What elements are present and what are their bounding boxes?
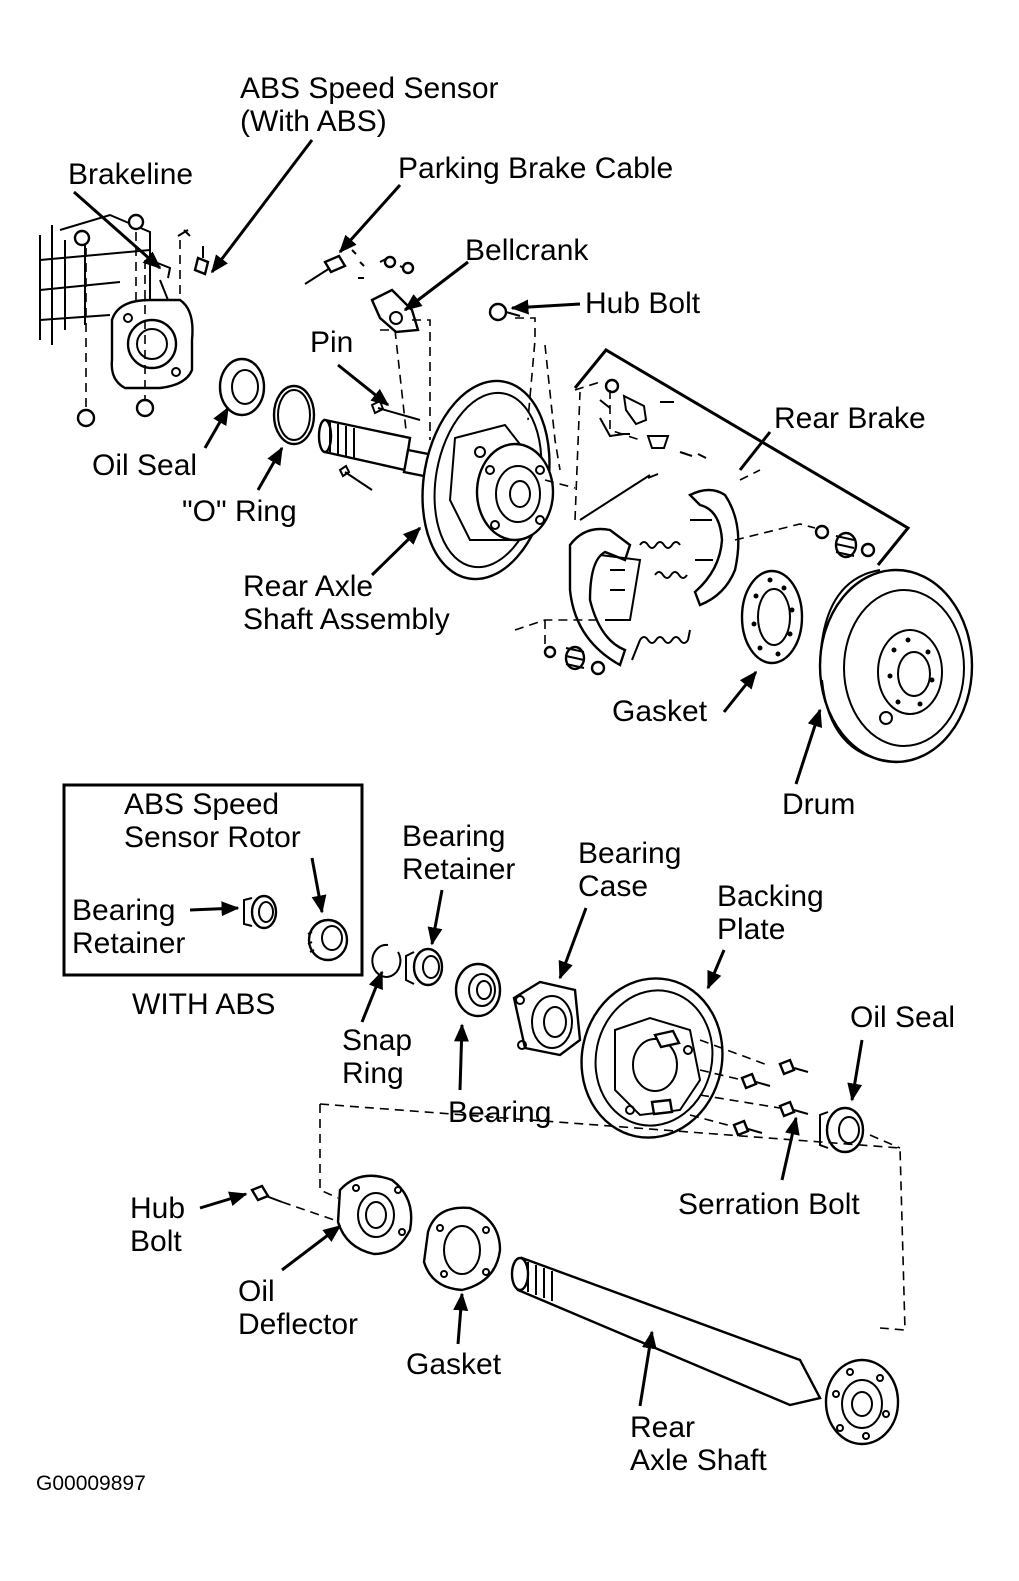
label-bearing-retainer: Bearing Retainer [402, 820, 516, 886]
label-hub-bolt-top: Hub Bolt [585, 287, 701, 320]
bearing-case [512, 980, 582, 1057]
label-hub-bolt-bottom: Hub Bolt [130, 1192, 186, 1258]
backing-plate [580, 977, 724, 1139]
label-gasket-top: Gasket [612, 695, 708, 728]
hub-bolt-bottom [250, 1184, 341, 1223]
inset-retainer-arrow [189, 901, 240, 917]
axle-stub [317, 418, 435, 479]
drum [818, 568, 974, 764]
label-parking-brake-cable: Parking Brake Cable [398, 152, 674, 185]
label-inset-rotor: ABS Speed Sensor Rotor [124, 788, 301, 854]
bearing-retainer [405, 947, 444, 987]
parking-brake-parts [304, 249, 431, 440]
rear-axle-shaft-assembly [421, 379, 555, 581]
rear-brake-bracket [573, 348, 911, 566]
gasket-bottom [422, 1206, 502, 1292]
oil-seal-top [218, 357, 266, 417]
label-rear-axle-shaft-assembly: Rear Axle Shaft Assembly [243, 570, 450, 636]
axle-housing [39, 213, 210, 428]
label-bellcrank: Bellcrank [465, 234, 589, 267]
label-oil-deflector: Oil Deflector [238, 1275, 359, 1341]
label-gasket-bottom: Gasket [406, 1348, 502, 1381]
shaft-assembly-outline [319, 1103, 906, 1331]
label-o-ring: "O" Ring [182, 495, 297, 528]
oil-deflector [336, 1174, 413, 1256]
label-inset-bearing-retainer: Bearing Retainer [72, 894, 186, 960]
pin [370, 399, 421, 421]
snap-ring [371, 943, 402, 978]
leader-lines-bottom [199, 889, 864, 1407]
oil-seal-bottom [819, 1106, 865, 1154]
bearing [454, 962, 502, 1018]
label-brakeline: Brakeline [68, 158, 194, 191]
label-serration-bolt: Serration Bolt [678, 1188, 860, 1221]
inset-rotor-part [307, 918, 349, 962]
gasket-top [740, 569, 804, 665]
label-with-abs: WITH ABS [132, 988, 276, 1021]
label-oil-seal-top: Oil Seal [92, 449, 198, 482]
rear-axle-shaft [510, 1256, 900, 1446]
label-pin: Pin [310, 326, 354, 359]
serration-bolts [689, 1039, 809, 1137]
leader-lines-top [73, 139, 823, 785]
figure-code: G00009897 [36, 1472, 146, 1495]
inset-bearing-retainer-part [243, 894, 278, 930]
label-oil-seal-bottom: Oil Seal [850, 1001, 956, 1034]
long-bolt [338, 464, 373, 491]
label-snap-ring: Snap Ring [342, 1024, 413, 1090]
rear-brake-components [514, 378, 876, 676]
label-rear-axle-shaft: Rear Axle Shaft [630, 1411, 767, 1477]
label-backing-plate: Backing Plate [717, 880, 824, 946]
with-abs-inset-box [62, 783, 364, 977]
label-rear-brake: Rear Brake [774, 402, 926, 435]
label-drum: Drum [782, 788, 856, 821]
label-abs-speed-sensor: ABS Speed Sensor (With ABS) [240, 72, 499, 138]
label-bearing: Bearing [448, 1096, 552, 1129]
inset-rotor-arrow [310, 857, 327, 914]
o-ring [272, 384, 316, 446]
label-bearing-case: Bearing Case [578, 837, 682, 903]
